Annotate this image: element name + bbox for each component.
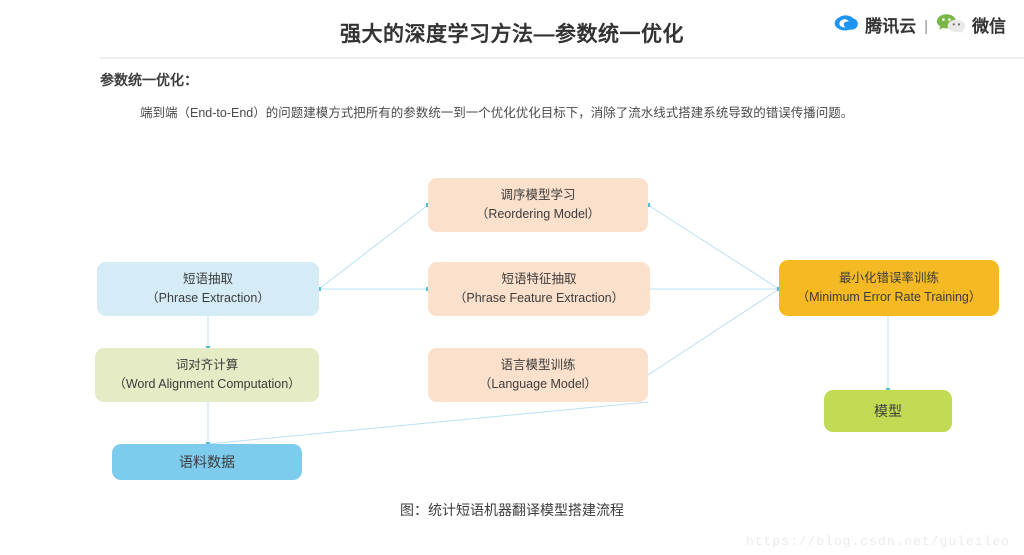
node-minimum-error-rate-training[interactable]: 最小化错误率训练 （Minimum Error Rate Training） xyxy=(779,260,999,316)
node-label-cn: 调序模型学习 xyxy=(500,188,576,202)
header-divider xyxy=(100,57,1024,59)
node-label-en: （Word Alignment Computation） xyxy=(113,377,301,391)
node-label-cn: 模型 xyxy=(874,403,902,419)
wechat-label: 微信 xyxy=(972,17,1006,36)
node-label-en: （Minimum Error Rate Training） xyxy=(796,290,982,304)
wechat-icon xyxy=(936,13,966,40)
tencent-cloud-icon xyxy=(833,14,859,39)
node-label-en: （Phrase Feature Extraction） xyxy=(453,291,625,305)
brand-separator: | xyxy=(924,18,928,35)
node-label-cn: 语料数据 xyxy=(179,454,235,470)
node-model[interactable]: 模型 xyxy=(824,390,952,432)
page-title: 强大的深度学习方法—参数统一优化 xyxy=(340,23,684,46)
tencent-cloud-label: 腾讯云 xyxy=(865,17,917,36)
brand-logos: 腾讯云 | 微信 xyxy=(833,13,1006,40)
node-phrase-extraction[interactable]: 短语抽取 （Phrase Extraction） xyxy=(97,262,319,316)
node-label-cn: 语言模型训练 xyxy=(500,358,576,372)
node-word-alignment-computation[interactable]: 词对齐计算 （Word Alignment Computation） xyxy=(95,348,319,402)
node-corpus-data[interactable]: 语料数据 xyxy=(112,444,302,480)
node-label-cn: 词对齐计算 xyxy=(175,358,239,372)
section-heading: 参数统一优化： xyxy=(100,72,198,88)
node-label-cn: 短语特征抽取 xyxy=(501,272,577,286)
node-label-en: （Reordering Model） xyxy=(475,207,601,221)
node-phrase-feature-extraction[interactable]: 短语特征抽取 （Phrase Feature Extraction） xyxy=(428,262,650,316)
body-paragraph: 端到端（End-to-End）的问题建模方式把所有的参数统一到一个优化优化目标下… xyxy=(140,106,854,120)
node-label-en: （Phrase Extraction） xyxy=(146,291,270,305)
node-label-cn: 短语抽取 xyxy=(182,272,233,286)
watermark: https://blog.csdn.net/guleileo xyxy=(745,534,1010,549)
node-reordering-model[interactable]: 调序模型学习 （Reordering Model） xyxy=(428,178,648,232)
figure-caption: 图：统计短语机器翻译模型搭建流程 xyxy=(400,502,624,518)
flow-diagram: 调序模型学习 （Reordering Model） 短语抽取 （Phrase E… xyxy=(0,150,1024,490)
node-language-model[interactable]: 语言模型训练 （Language Model） xyxy=(428,348,648,402)
node-label-cn: 最小化错误率训练 xyxy=(838,271,939,285)
node-label-en: （Language Model） xyxy=(478,377,598,391)
